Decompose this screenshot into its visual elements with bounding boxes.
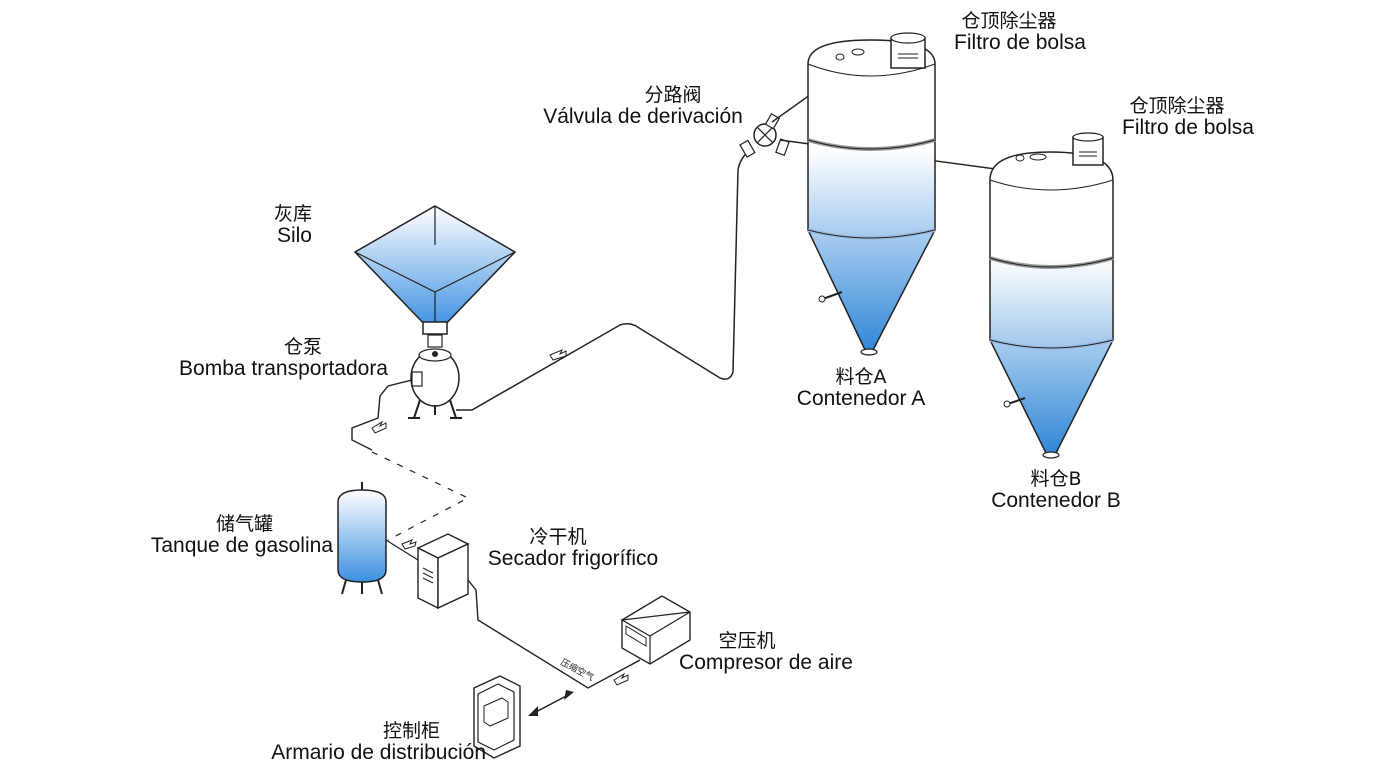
control-cabinet — [473, 675, 521, 759]
label-dryer-zh: 冷干机 — [529, 526, 587, 548]
air-arrow-icon — [401, 539, 417, 550]
label-cabinet: 控制柜 Armario de distribución — [228, 720, 486, 764]
air-arrow-icon — [371, 420, 387, 434]
label-pump-zh: 仓泵 — [283, 336, 322, 358]
container-b — [989, 151, 1114, 459]
air-compressor — [620, 595, 691, 665]
label-container-a-zh: 料仓A — [835, 366, 887, 388]
label-cabinet-zh: 控制柜 — [382, 720, 440, 742]
label-tank-zh: 储气罐 — [215, 513, 273, 535]
label-container-a: 料仓A Contenedor A — [780, 366, 942, 410]
pipe-tank-dryer — [385, 539, 419, 561]
conveying-pipe — [456, 149, 751, 411]
flow-arrow-icon — [549, 349, 567, 361]
label-silo: 灰库 Silo — [250, 203, 312, 247]
label-filter-b-zh: 仓顶除尘器 — [1129, 95, 1225, 117]
double-arrow-icon — [528, 690, 574, 716]
label-container-b-es: Contenedor B — [991, 488, 1121, 512]
air-arrow-icon — [613, 672, 629, 686]
label-filter-b-es: Filtro de bolsa — [1122, 115, 1254, 139]
label-compressor: 空压机 Compresor de aire — [666, 630, 866, 674]
bag-filter-a — [890, 32, 926, 69]
label-container-a-es: Contenedor A — [796, 386, 926, 410]
label-valve-es: Válvula de derivación — [543, 104, 743, 128]
refrigerated-dryer — [416, 533, 470, 610]
air-storage-tank — [337, 482, 387, 595]
label-filter-b: 仓顶除尘器 Filtro de bolsa — [1098, 95, 1278, 139]
pipe-note: 压缩空气 — [559, 656, 596, 684]
label-pump: 仓泵 Bomba transportadora — [140, 336, 388, 380]
label-valve: 分路阀 Válvula de derivación — [528, 84, 758, 128]
air-pipe-to-pump — [351, 379, 413, 451]
label-filter-a-es: Filtro de bolsa — [954, 30, 1086, 54]
label-dryer: 冷干机 Secador frigorífico — [472, 526, 674, 570]
conveying-pump — [408, 334, 462, 419]
container-a — [807, 39, 936, 356]
label-tank: 储气罐 Tanque de gasolina — [118, 513, 333, 557]
label-silo-zh: 灰库 — [273, 203, 312, 225]
label-valve-zh: 分路阀 — [644, 84, 702, 106]
label-container-b: 料仓B Contenedor B — [975, 468, 1137, 512]
silo-hopper — [353, 205, 517, 335]
label-dryer-es: Secador frigorífico — [487, 546, 659, 570]
label-compressor-es: Compresor de aire — [679, 650, 853, 674]
label-pump-es: Bomba transportadora — [179, 356, 388, 380]
label-tank-es: Tanque de gasolina — [150, 533, 333, 557]
bag-filter-b — [1072, 132, 1104, 166]
label-filter-a: 仓顶除尘器 Filtro de bolsa — [930, 10, 1110, 54]
label-silo-es: Silo — [276, 223, 312, 247]
label-filter-a-zh: 仓顶除尘器 — [961, 10, 1057, 32]
label-compressor-zh: 空压机 — [718, 630, 776, 652]
pipe-dryer-compressor — [467, 579, 641, 689]
label-cabinet-es: Armario de distribución — [271, 740, 486, 764]
label-container-b-zh: 料仓B — [1030, 468, 1082, 490]
